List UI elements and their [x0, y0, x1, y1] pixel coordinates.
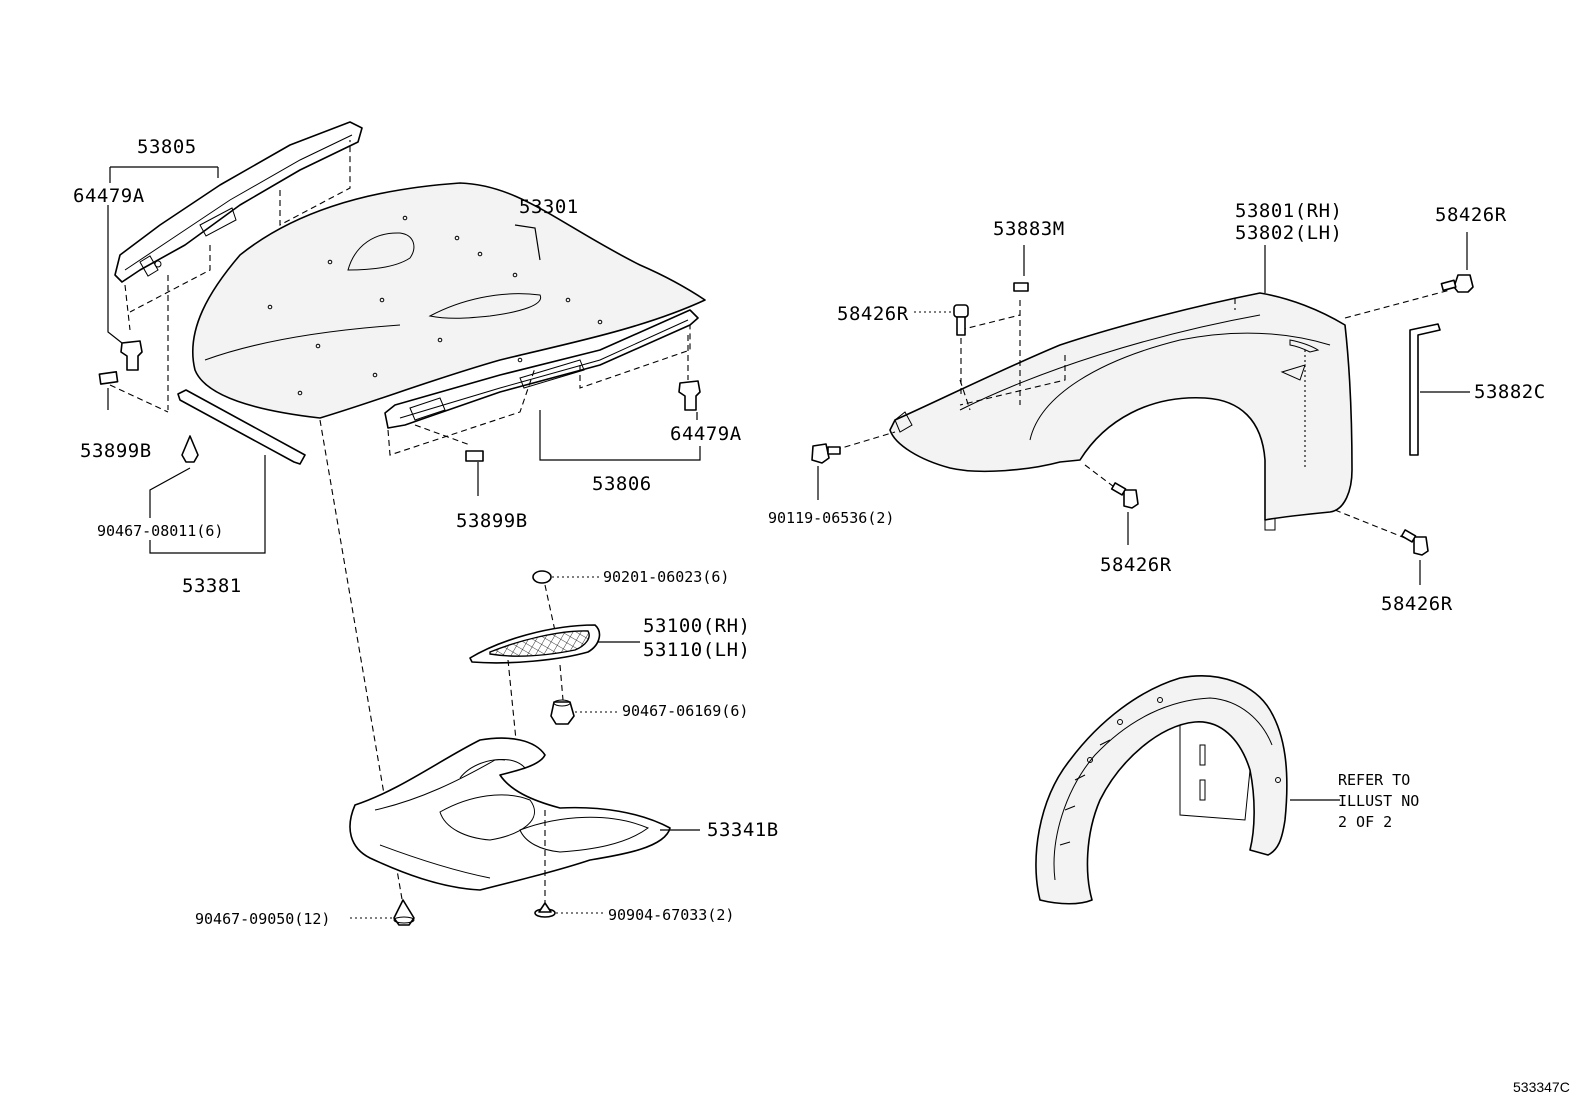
label-58426r-left: 58426R — [837, 303, 909, 325]
label-58426r-bottom-mid: 58426R — [1100, 554, 1172, 576]
bolt-58426r-bottom-mid — [1110, 482, 1139, 509]
label-58426r-bottom-right: 58426R — [1381, 593, 1453, 615]
label-53802-lh: 53802(LH) — [1235, 222, 1342, 244]
bolt-90119-06536 — [811, 443, 841, 464]
washer-90201-06023 — [532, 570, 552, 584]
cushion-53883m — [1013, 282, 1029, 292]
label-53882c: 53882C — [1474, 381, 1546, 403]
fender-liner — [1035, 675, 1288, 905]
label-53100-rh: 53100(RH) — [643, 615, 750, 637]
label-53301: 53301 — [519, 196, 579, 218]
label-64479a-right: 64479A — [670, 423, 742, 445]
label-53899b-center: 53899B — [456, 510, 528, 532]
weatherstrip-53381 — [177, 389, 306, 465]
label-53899b-left: 53899B — [80, 440, 152, 462]
label-53883m: 53883M — [993, 218, 1065, 240]
clip-64479a-left — [120, 340, 143, 371]
hood-seal-53806 — [384, 309, 699, 429]
label-53381: 53381 — [182, 575, 242, 597]
grommet-90904-67033 — [534, 902, 556, 918]
label-90467-08011: 90467-08011(6) — [97, 522, 223, 540]
clip-90467-08011 — [181, 435, 199, 463]
label-53806: 53806 — [592, 473, 652, 495]
hood-panel-53301 — [191, 182, 706, 419]
label-90467-06169: 90467-06169(6) — [622, 702, 748, 720]
seal-53882c — [1409, 323, 1441, 456]
label-53341b: 53341B — [707, 819, 779, 841]
label-53805: 53805 — [137, 136, 197, 158]
label-53110-lh: 53110(LH) — [643, 639, 750, 661]
bolt-58426r-bottom-right — [1400, 529, 1429, 556]
label-90904-67033: 90904-67033(2) — [608, 906, 734, 924]
clip-64479a-right — [678, 380, 701, 411]
insulator-panel-53341b — [349, 737, 671, 891]
label-90119-06536: 90119-06536(2) — [768, 509, 894, 527]
note-refer-line3: 2 OF 2 — [1338, 813, 1392, 831]
label-90201-06023: 90201-06023(6) — [603, 568, 729, 586]
label-90467-09050: 90467-09050(12) — [195, 910, 330, 928]
diagram-code: 533347C — [1513, 1079, 1570, 1095]
note-refer-line1: REFER TO — [1338, 771, 1410, 789]
hood-seal-53805 — [114, 121, 363, 283]
hood-holes — [267, 215, 603, 396]
scoop-insert-53100-53110 — [469, 624, 601, 664]
note-refer-line2: ILLUST NO — [1338, 792, 1419, 810]
bolt-58426r-left — [953, 304, 969, 336]
clip-90467-09050 — [393, 899, 415, 926]
nut-90467-06169 — [550, 699, 575, 725]
label-53801-rh: 53801(RH) — [1235, 200, 1342, 222]
label-64479a-left: 64479A — [73, 185, 145, 207]
label-58426r-top-right: 58426R — [1435, 204, 1507, 226]
tape-53899b-left — [98, 370, 119, 385]
tape-53899b-center — [465, 450, 484, 462]
bolt-58426r-top-right — [1440, 274, 1474, 293]
